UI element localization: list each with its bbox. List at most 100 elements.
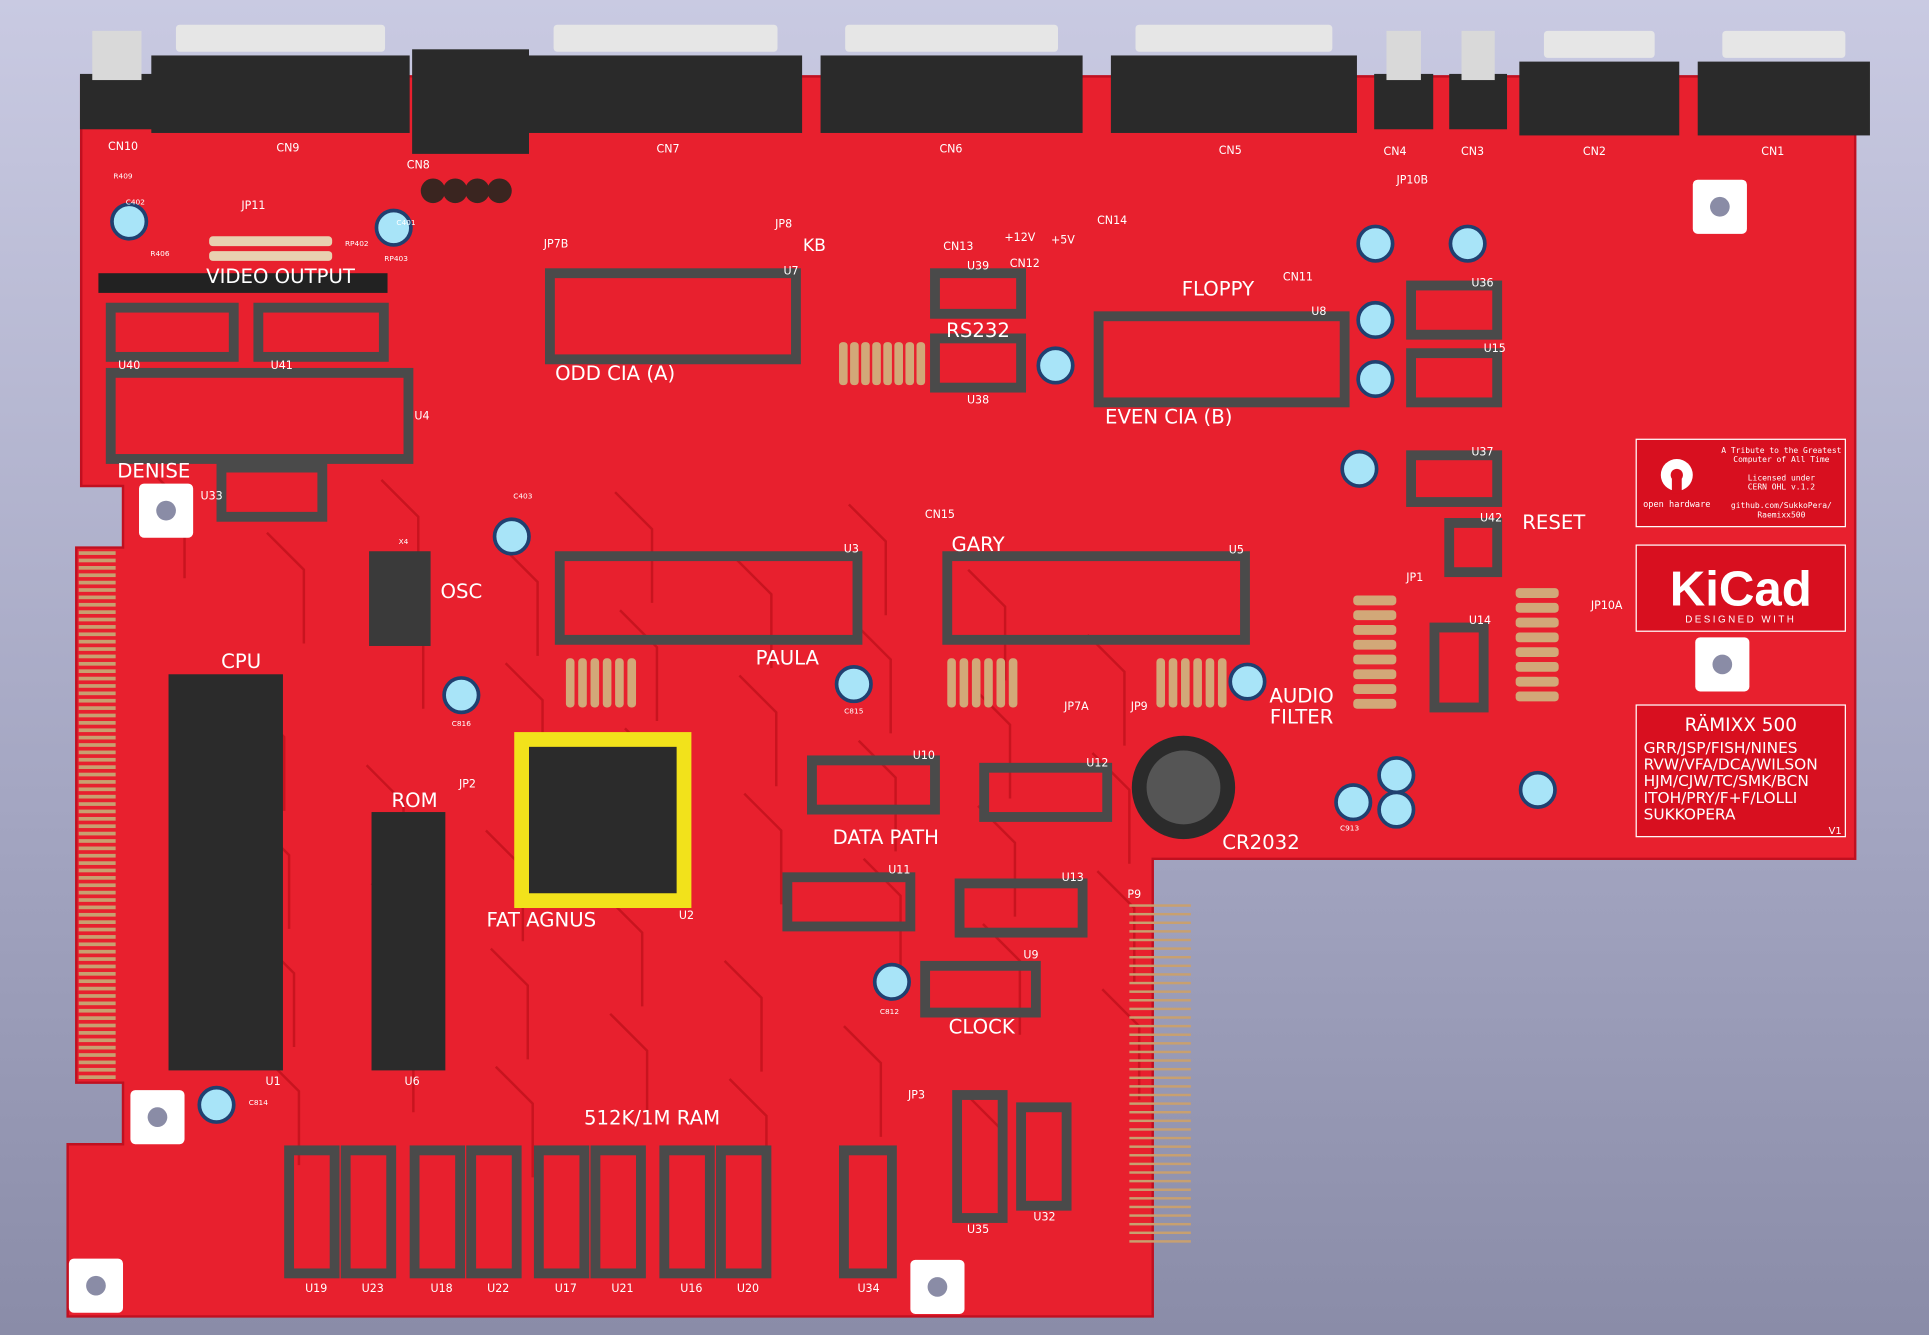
silkscreen-label: U35 — [967, 1223, 989, 1236]
socket-frame — [952, 1090, 1008, 1223]
silkscreen-label: EVEN CIA (B) — [1105, 405, 1232, 428]
ic-socket — [105, 302, 239, 362]
connector-body — [528, 55, 803, 133]
edge-contact — [78, 898, 116, 902]
db-connector — [1697, 30, 1870, 136]
socket-frame — [1016, 1102, 1072, 1211]
p9-header — [1129, 904, 1191, 1243]
silkscreen-label: PAULA — [756, 646, 820, 669]
socket-frame — [659, 1145, 715, 1279]
edge-contact — [78, 706, 116, 710]
ic-socket — [1406, 280, 1503, 340]
jack-barrel — [1386, 30, 1421, 81]
edge-contact — [78, 1023, 116, 1028]
header-pin — [1129, 1154, 1191, 1157]
edge-contact — [78, 986, 116, 991]
socket-frame — [930, 268, 1027, 319]
silkscreen-label: KB — [803, 236, 826, 256]
edge-contact — [78, 935, 116, 939]
socket-frame — [533, 1145, 590, 1279]
connector-body — [151, 55, 410, 133]
header-pin — [1129, 973, 1191, 976]
resistor — [1008, 658, 1018, 708]
silkscreen-label: X4 — [399, 537, 409, 546]
socket-frame — [554, 551, 863, 645]
socket-frame — [954, 878, 1088, 938]
copper-trace — [499, 544, 539, 656]
mounting-hole — [910, 1259, 965, 1314]
power-connector — [412, 49, 529, 154]
edge-contact — [78, 957, 116, 961]
electrolytic-capacitor — [1377, 790, 1416, 829]
resistor — [872, 342, 881, 386]
silkscreen-label: R406 — [150, 249, 170, 258]
socket-frame — [1429, 622, 1489, 713]
edge-contact — [78, 721, 116, 725]
edge-contact — [78, 1008, 116, 1013]
edge-contact — [78, 676, 116, 681]
socket-frame — [807, 755, 940, 815]
edge-contact — [78, 617, 116, 622]
silkscreen-label: U18 — [431, 1282, 453, 1295]
silkscreen-label: U14 — [1469, 614, 1491, 627]
header-pin — [1129, 1171, 1191, 1174]
silkscreen-label: CR2032 — [1222, 831, 1299, 854]
header-pin — [1129, 981, 1191, 985]
header-pin — [1129, 1110, 1191, 1114]
resistor — [1353, 595, 1397, 606]
ic-socket — [284, 1145, 340, 1279]
credit-line: HJM/CJW/TC/SMK/BCN — [1644, 772, 1809, 790]
rca-jack — [1374, 30, 1434, 130]
header-pin — [1129, 1205, 1191, 1209]
connector-shell — [553, 24, 778, 52]
silkscreen-label: JP11 — [240, 199, 265, 212]
edge-contact — [78, 750, 116, 755]
edge-contact — [78, 971, 116, 976]
header-pin — [1129, 1033, 1191, 1036]
socket-frame — [1444, 518, 1503, 578]
resistor-pack — [209, 236, 333, 247]
mounting-hole — [130, 1090, 185, 1145]
resistor — [996, 658, 1006, 708]
connector-body — [820, 55, 1083, 133]
edge-contact — [78, 846, 116, 851]
silkscreen-label: DENISE — [117, 459, 190, 482]
edge-contact — [78, 691, 116, 696]
copper-trace — [743, 792, 783, 905]
edge-connector — [78, 551, 116, 1080]
copper-trace — [619, 609, 659, 722]
resistor — [1515, 661, 1559, 672]
copper-trace — [609, 1012, 649, 1125]
silkscreen-label: U12 — [1086, 757, 1108, 770]
header-pin — [1129, 955, 1191, 959]
ic-socket — [1429, 622, 1489, 713]
resistor — [984, 658, 993, 708]
edge-contact — [78, 698, 116, 703]
resistor — [1181, 658, 1190, 708]
resistor-pack — [209, 251, 333, 261]
silkscreen-label: CLOCK — [949, 1015, 1016, 1038]
silkscreen-label: CN12 — [1010, 257, 1040, 270]
copper-trace — [847, 503, 887, 616]
silkscreen-label: U20 — [737, 1282, 759, 1295]
electrolytic-capacitor — [374, 208, 413, 247]
resistor — [1168, 658, 1178, 708]
header-pin — [1129, 921, 1191, 925]
ic-socket — [930, 268, 1027, 319]
copper-trace — [1086, 634, 1126, 746]
ic-socket — [466, 1145, 522, 1279]
connector-body — [1519, 61, 1680, 136]
edge-contact — [78, 964, 116, 969]
silkscreen-label: CN1 — [1761, 145, 1784, 158]
socket-frame — [105, 302, 239, 362]
agnus-chip — [528, 746, 677, 894]
silkscreen-label: CN4 — [1384, 145, 1407, 158]
edge-contact — [78, 824, 116, 829]
resistor — [1353, 698, 1397, 709]
header-pin — [1129, 912, 1191, 916]
edge-contact — [78, 765, 116, 769]
resistor — [1205, 658, 1215, 708]
silkscreen-label: U23 — [362, 1282, 384, 1295]
silkscreen-label: CN14 — [1097, 214, 1127, 227]
edge-contact — [78, 809, 116, 814]
